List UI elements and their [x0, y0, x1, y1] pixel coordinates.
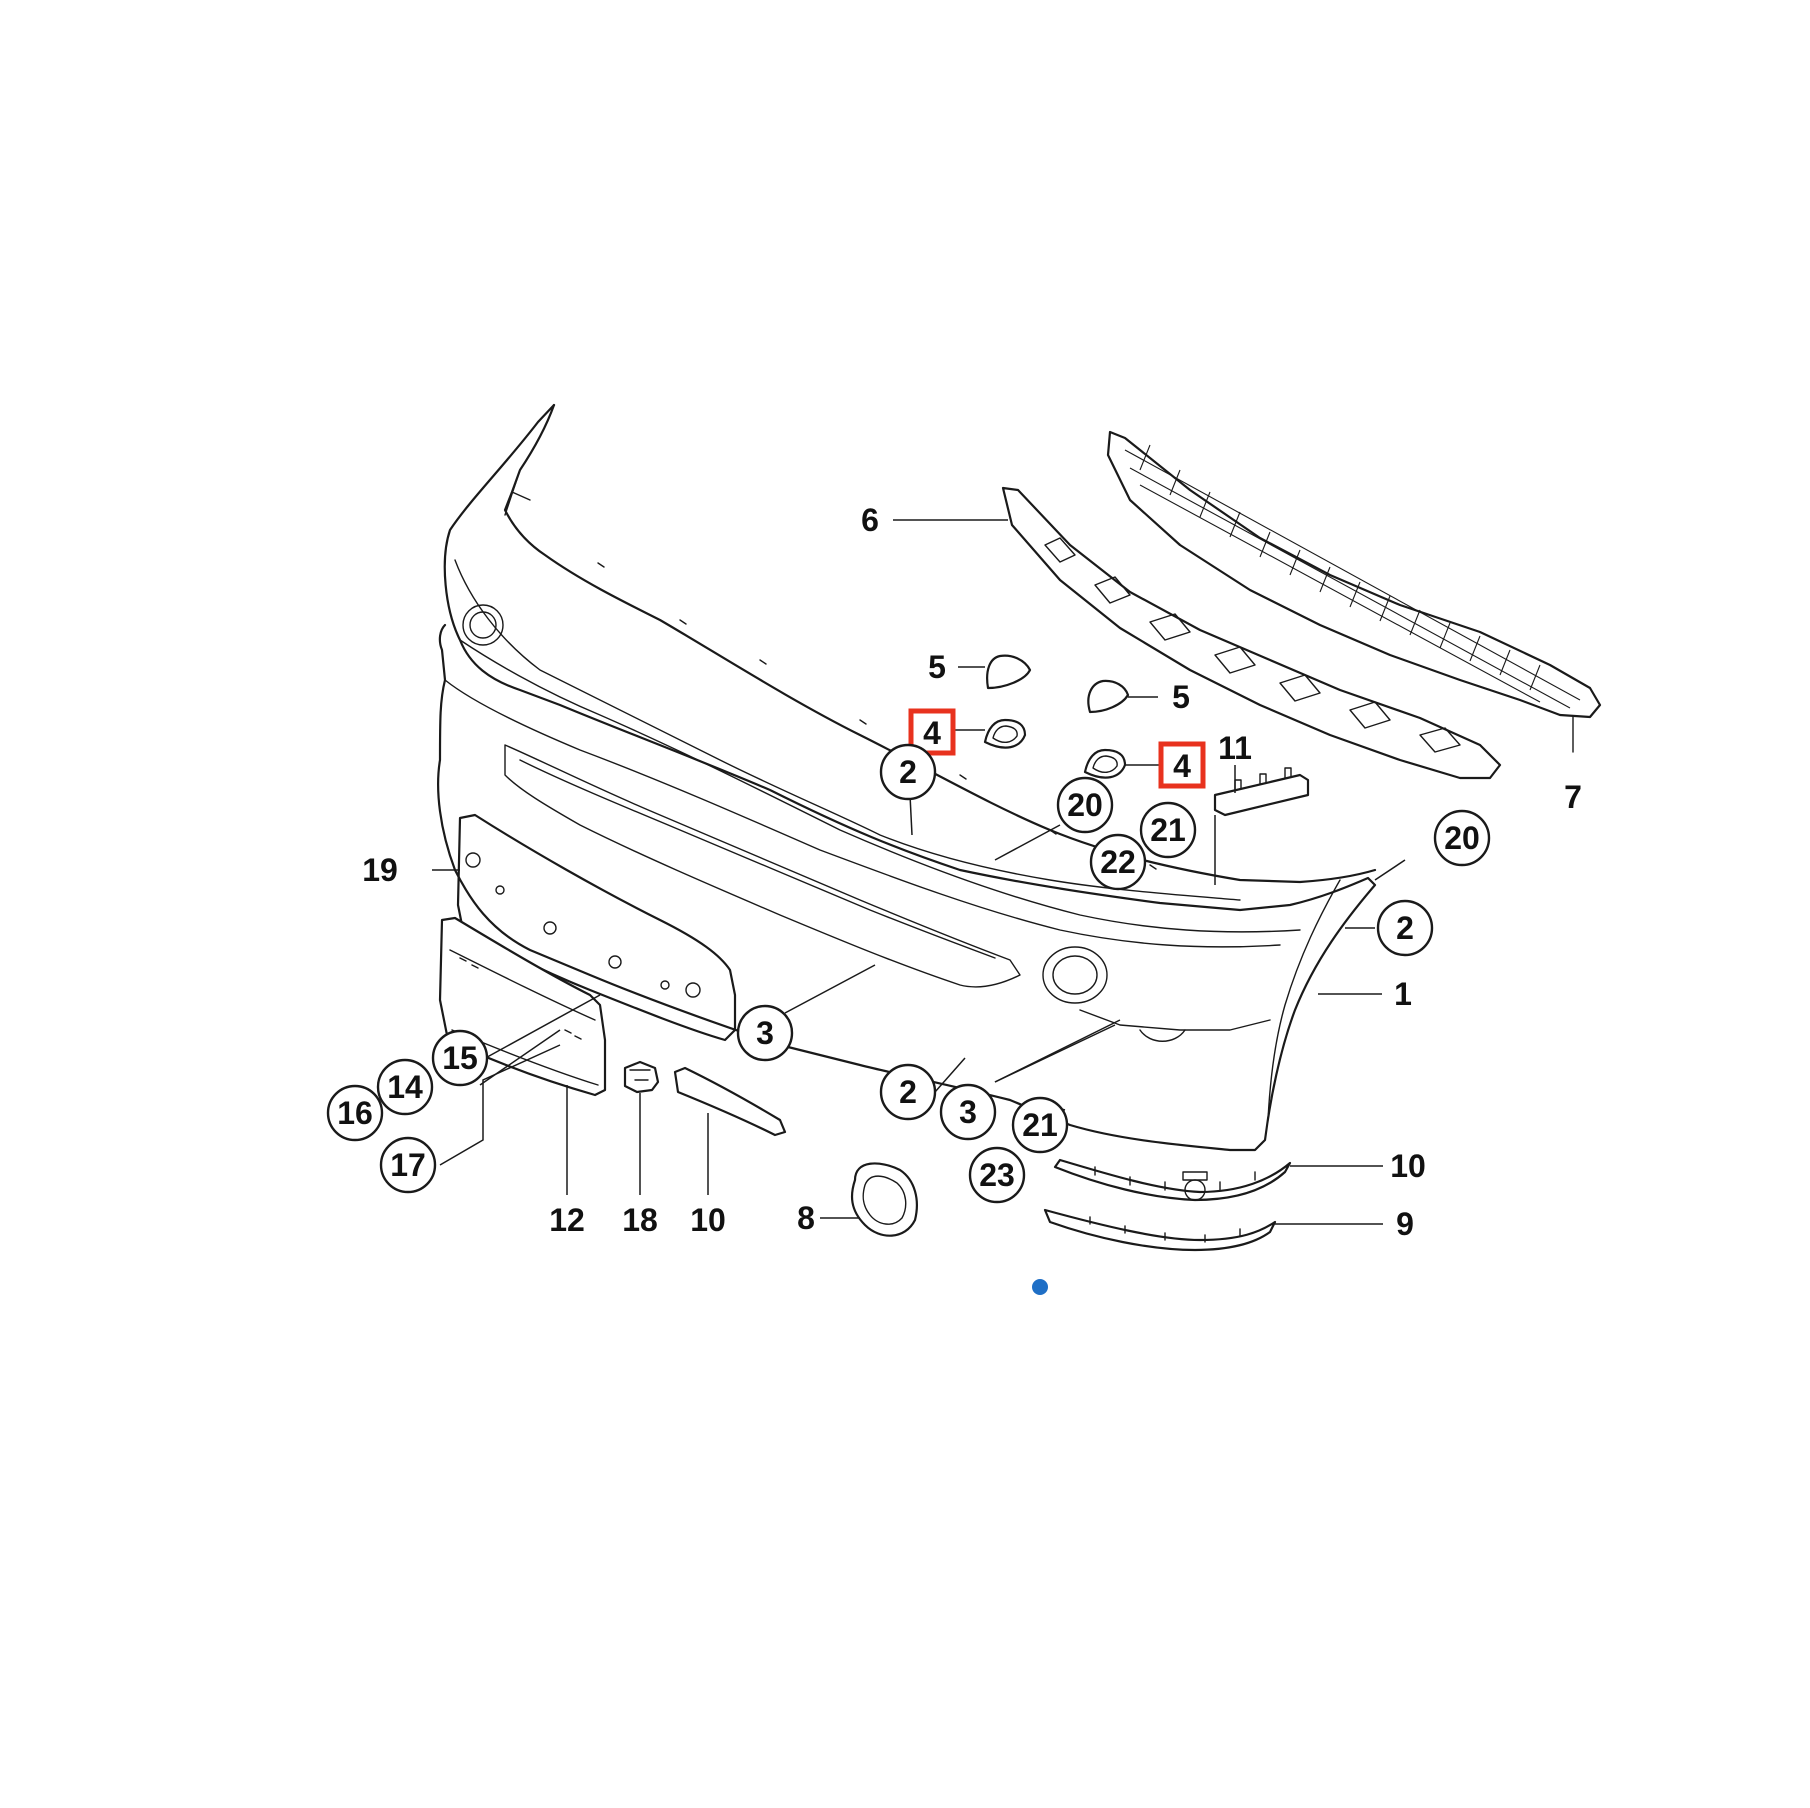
callout-15: 15	[442, 1040, 478, 1076]
callout-14: 14	[387, 1069, 423, 1105]
part-cap-left	[958, 654, 1032, 690]
part-trim-ring	[820, 1162, 918, 1237]
callout-17: 17	[390, 1147, 426, 1183]
part-cap-right	[1087, 679, 1158, 714]
callout-13: 12	[549, 1202, 585, 1238]
highlight-box-4-right	[1158, 741, 1206, 789]
callout-10: 10	[1390, 1148, 1426, 1184]
callout-11: 11	[1218, 730, 1252, 766]
callout-8: 8	[797, 1200, 815, 1236]
callout-3-left: 3	[756, 1015, 774, 1051]
callout-4-left[interactable]: 4	[923, 715, 941, 751]
part-small-trim	[673, 1066, 787, 1195]
callout-21-upper: 21	[1150, 812, 1186, 848]
part-frame-left	[955, 718, 1027, 749]
callout-2-bottom: 2	[899, 1074, 917, 1110]
callout-9: 9	[1396, 1206, 1414, 1242]
callout-20-mid: 20	[1067, 787, 1103, 823]
part-clip	[623, 1060, 660, 1195]
callout-5-right: 5	[1172, 679, 1190, 715]
callout-21-lower: 21	[1022, 1107, 1058, 1143]
callout-5-left: 5	[928, 649, 946, 685]
callout-20-right: 20	[1444, 820, 1480, 856]
callout-18: 18	[622, 1202, 658, 1238]
callout-2-right: 2	[1396, 910, 1414, 946]
callout-12: 10	[690, 1202, 726, 1238]
part-upper-trim-strip	[893, 486, 1502, 780]
callout-1: 1	[1394, 976, 1412, 1012]
callout-3-bottom: 3	[959, 1094, 977, 1130]
callout-19: 19	[362, 852, 398, 888]
callout-2-top: 2	[899, 754, 917, 790]
part-lower-trim-strip	[1053, 1158, 1383, 1202]
part-bumper-cover	[437, 403, 1382, 1152]
part-lower-trim-strip-lower	[1043, 1208, 1383, 1252]
callout-6: 6	[861, 502, 879, 538]
callout-7: 7	[1564, 779, 1582, 815]
part-bracket	[1213, 765, 1310, 817]
callout-22: 22	[1100, 844, 1136, 880]
carousel-indicator-dot[interactable]	[1032, 1279, 1048, 1295]
callout-4-right[interactable]: 4	[1173, 748, 1191, 784]
callouts: 6 7 5 5 4 4 11 2 20 21 22 20 2 1	[326, 502, 1582, 1242]
callout-16: 16	[337, 1095, 373, 1131]
callout-23: 23	[979, 1157, 1015, 1193]
part-bumper-carrier	[1106, 430, 1602, 753]
part-frame-right	[1083, 748, 1160, 779]
